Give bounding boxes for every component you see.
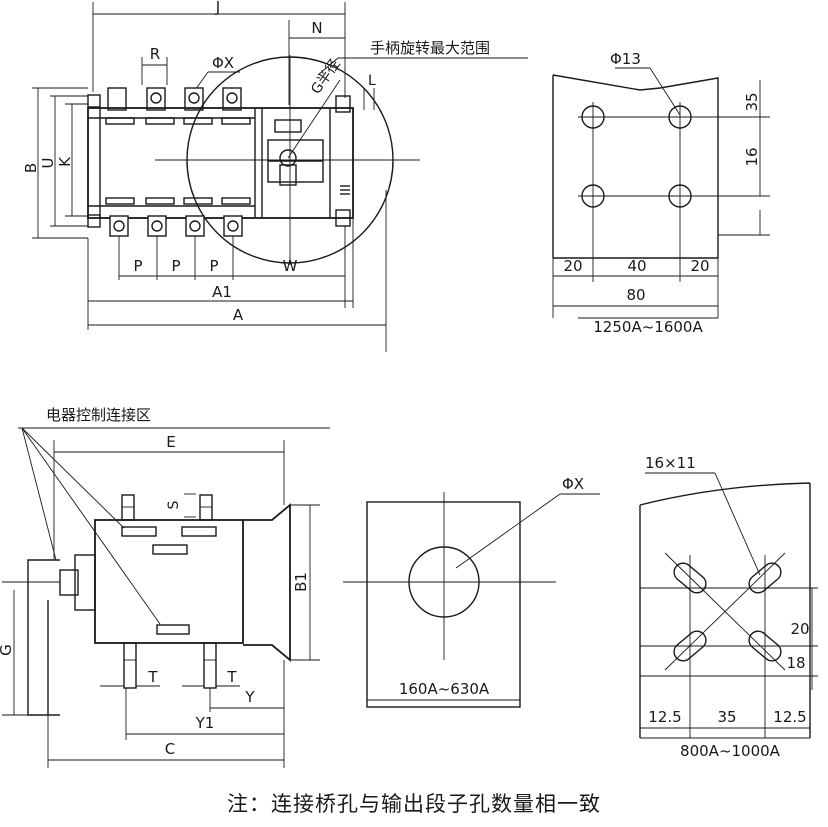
front-view: J N R ΦX 手柄旋转最大范围 G半径 L [22, 0, 528, 352]
dim-p1-label: P [133, 257, 142, 275]
dim-c-label: C [165, 740, 175, 758]
dim-35b-label: 35 [717, 708, 736, 726]
dim-y1-label: Y1 [195, 714, 215, 732]
dim-a-label: A [233, 306, 244, 324]
handle-range-label: 手柄旋转最大范围 [370, 39, 490, 57]
holes-16x11-label: 16×11 [645, 454, 696, 472]
phix-top-label: ΦX [212, 54, 234, 72]
footnote: 注：连接桥孔与输出段子孔数量相一致 [227, 792, 601, 816]
phi13-label: Φ13 [610, 50, 641, 68]
range-160-label: 160A~630A [399, 680, 490, 698]
dim-a1-label: A1 [212, 283, 232, 301]
dim-18-label: 18 [786, 654, 805, 672]
dim-k-label: K [56, 156, 74, 167]
dim-g-label: G [0, 644, 15, 656]
dim-12-5b-label: 12.5 [773, 708, 806, 726]
range-800-label: 800A~1000A [680, 742, 781, 760]
dim-40-label: 40 [627, 257, 646, 275]
dim-y-label: Y [244, 688, 255, 706]
ctrl-zone-label: 电器控制连接区 [46, 406, 151, 424]
dim-80-label: 80 [626, 286, 645, 304]
hole-pattern-800: 16×11 20 18 12.5 35 12.5 800A~1000A [639, 454, 818, 760]
dim-r-label: R [150, 45, 160, 63]
hole-pattern-160: ΦX 160A~630A [343, 475, 600, 708]
dim-w-label: W [283, 257, 298, 275]
dim-b-label: B [22, 163, 40, 173]
dim-20c-label: 20 [790, 620, 809, 638]
dim-n-label: N [311, 19, 322, 37]
dim-12-5a-label: 12.5 [648, 708, 681, 726]
dim-p2-label: P [171, 257, 180, 275]
dim-u-label: U [39, 158, 57, 169]
phix-mid-label: ΦX [562, 475, 584, 493]
dim-t2-label: T [226, 668, 237, 686]
side-view: 电器控制连接区 E S G [0, 406, 330, 768]
g-radius-label: G半径 [308, 56, 343, 97]
dim-e-label: E [166, 433, 175, 451]
dim-p3-label: P [209, 257, 218, 275]
dim-16-label: 16 [743, 147, 761, 166]
dim-s-label: S [166, 500, 182, 509]
dim-35-label: 35 [743, 92, 761, 111]
dim-b1-label: B1 [292, 572, 310, 592]
dim-j-label: J [215, 0, 220, 16]
dim-20b-label: 20 [690, 257, 709, 275]
dim-20a-label: 20 [563, 257, 582, 275]
hole-pattern-1250: Φ13 35 16 20 40 20 80 1250A~1600A [552, 50, 770, 336]
dim-t1-label: T [147, 668, 158, 686]
dim-l-label: L [368, 73, 376, 89]
range-1250-label: 1250A~1600A [593, 318, 703, 336]
